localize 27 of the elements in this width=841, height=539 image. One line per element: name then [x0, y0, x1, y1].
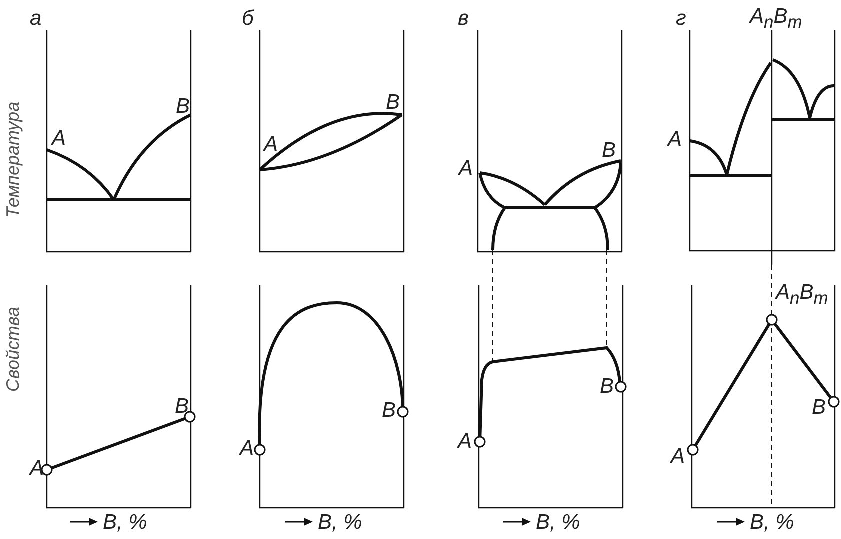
- axis-label: B, %: [536, 512, 580, 533]
- axis-label: B, %: [318, 512, 362, 533]
- point-label: A: [459, 158, 474, 179]
- point-label: A: [668, 129, 682, 150]
- axis-label: Свойства: [4, 306, 22, 392]
- compound-label: A$_{n}$B$_{m}$: [776, 282, 828, 308]
- point-label: B: [176, 96, 190, 117]
- point-label: A: [264, 134, 278, 155]
- panel-letter: б: [242, 8, 254, 29]
- panel-letter: а: [30, 8, 42, 29]
- point-label: A: [240, 438, 254, 459]
- point-label: A: [52, 128, 66, 149]
- point-label: A: [30, 458, 44, 479]
- point-label: A: [671, 446, 686, 467]
- point-label: B: [382, 400, 396, 421]
- point-label: B: [812, 397, 826, 418]
- panel-letter: в: [458, 8, 469, 29]
- point-label: B: [602, 140, 616, 161]
- point-label: B: [386, 92, 400, 113]
- panel-letter: г: [676, 8, 686, 29]
- point-label: A: [458, 431, 472, 452]
- point-label: B: [600, 376, 614, 397]
- axis-label: B, %: [750, 512, 794, 533]
- axis-label: Температура: [4, 102, 22, 218]
- point-label: B: [175, 396, 190, 417]
- compound-label: A$_{n}$B$_{m}$: [750, 6, 802, 32]
- axis-label: B, %: [103, 512, 148, 533]
